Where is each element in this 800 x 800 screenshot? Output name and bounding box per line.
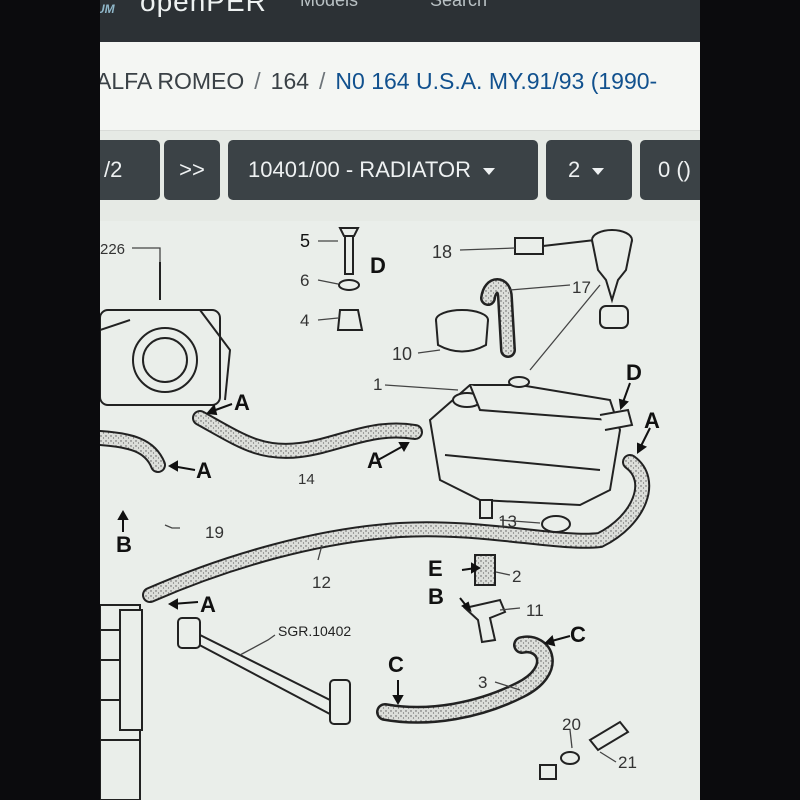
letter-c-upper: C: [570, 622, 586, 647]
screen: UM openPER Models Search ALFA ROMEO/164/…: [100, 0, 700, 800]
part-number-14[interactable]: 14: [298, 471, 315, 488]
part-number-18[interactable]: 18: [432, 242, 452, 262]
breadcrumb-bar: [100, 42, 700, 131]
chevron-down-icon: [592, 167, 605, 175]
letter-a-tank: A: [644, 408, 660, 433]
breadcrumb: ALFA ROMEO/164/N0 164 U.S.A. MY.91/93 (1…: [100, 68, 657, 95]
letter-a-pipe: A: [200, 592, 216, 617]
reference-label[interactable]: SGR.10402: [278, 623, 351, 639]
part-number-2[interactable]: 2: [512, 567, 521, 586]
part-number-20[interactable]: 20: [562, 715, 581, 734]
parts-diagram: 226 5 6 4 18 17 10 1 14 19 12 13 2 11 3 …: [100, 227, 660, 800]
part-number-5[interactable]: 5: [300, 231, 310, 251]
sensor-drawing: [514, 229, 633, 329]
fittings-drawing: [462, 515, 571, 644]
arrows: [117, 382, 651, 706]
bolt-assembly-drawing: [336, 227, 364, 331]
radiator-drawing: [100, 604, 143, 800]
breadcrumb-make[interactable]: ALFA ROMEO: [100, 68, 245, 94]
brand-title[interactable]: openPER: [140, 0, 267, 17]
chevron-down-icon: [482, 167, 495, 175]
letter-b-tee: B: [428, 584, 444, 609]
logo-icon: UM: [100, 2, 115, 16]
extra-select[interactable]: 0 (): [640, 140, 700, 200]
part-numbers: 226 5 6 4 18 17 10 1 14 19 12 13 2 11 3 …: [100, 231, 637, 772]
hardware-drawing: [539, 720, 630, 780]
part-number-12[interactable]: 12: [312, 573, 331, 592]
connection-letters: D D A A A A A A B E B C C: [116, 253, 660, 677]
next-page-button[interactable]: >>: [164, 140, 220, 200]
letter-a-hose14: A: [234, 390, 250, 415]
part-number-21[interactable]: 21: [618, 753, 637, 772]
top-navbar: UM openPER Models Search: [100, 0, 700, 42]
part-number-6[interactable]: 6: [300, 271, 309, 290]
letter-a-hidden: A: [640, 406, 641, 409]
part-number-1[interactable]: 1: [373, 375, 382, 394]
subgroup-select[interactable]: 2: [546, 140, 632, 200]
part-number-10[interactable]: 10: [392, 344, 412, 364]
group-select[interactable]: 10401/00 - RADIATOR: [228, 140, 538, 200]
expansion-tank-drawing: [428, 376, 634, 519]
letter-a-left: A: [196, 458, 212, 483]
leader-lines: [132, 240, 617, 763]
part-number-11[interactable]: 11: [526, 601, 544, 620]
letter-e: E: [428, 556, 443, 581]
letter-a-hose14-end: A: [367, 448, 383, 473]
page-indicator: /2: [100, 140, 160, 200]
breadcrumb-model[interactable]: 164: [270, 68, 310, 94]
pipe-drawing: [177, 617, 351, 725]
letter-d-tank: D: [626, 360, 642, 385]
part-number-17[interactable]: 17: [572, 278, 591, 297]
part-number-3[interactable]: 3: [478, 673, 487, 692]
part-number-226[interactable]: 226: [100, 241, 125, 258]
letter-d-bolt: D: [370, 253, 386, 278]
letter-b-left: B: [116, 532, 132, 557]
nav-models[interactable]: Models: [300, 0, 359, 10]
breadcrumb-version[interactable]: N0 164 U.S.A. MY.91/93 (1990-: [335, 68, 658, 94]
cap-drawing: [435, 309, 489, 353]
throttle-body-drawing: [100, 262, 232, 406]
letter-c-lower: C: [388, 652, 404, 677]
part-number-13[interactable]: 13: [498, 512, 517, 531]
part-number-19[interactable]: 19: [205, 523, 224, 542]
nav-search[interactable]: Search: [430, 0, 488, 10]
part-number-4[interactable]: 4: [300, 311, 309, 330]
